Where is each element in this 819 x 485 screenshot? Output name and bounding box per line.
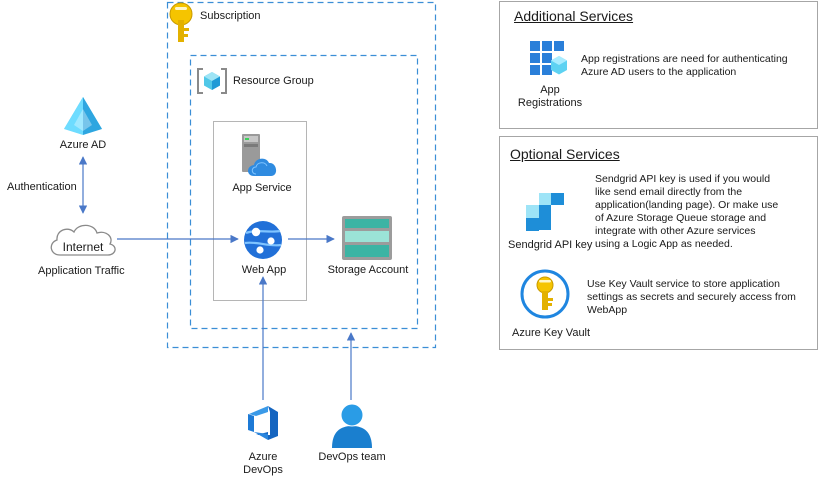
app-registrations-desc-line1: App registrations are need for authentic…: [581, 53, 788, 65]
resource-group-icon: [196, 66, 228, 96]
azure-devops-label-line1: Azure: [248, 451, 278, 463]
subscription-container: [166, 1, 437, 349]
subscription-label: Subscription: [200, 10, 261, 22]
resource-group-container: [189, 54, 419, 330]
web-app-label: Web App: [241, 264, 287, 276]
azure-devops-label-line2: DevOps: [243, 464, 283, 476]
sendgrid-label: Sendgrid API key: [508, 239, 593, 251]
sendgrid-icon: [526, 193, 564, 231]
additional-services-panel: Additional Services App Registrations Ap…: [499, 1, 818, 129]
azure-devops-icon: [246, 404, 280, 442]
key-vault-icon: [520, 269, 570, 319]
additional-services-title: Additional Services: [514, 8, 634, 24]
sendgrid-desc-line-2: like send email directly from the: [595, 186, 743, 198]
key-icon: [168, 2, 194, 44]
storage-account-icon: [342, 216, 392, 260]
app-registrations-label-line2: Registrations: [517, 97, 583, 109]
app-service-icon: [240, 134, 280, 178]
key-vault-desc-line-2: settings as secrets and securely access …: [587, 291, 796, 303]
azure-ad-icon: [62, 95, 104, 137]
optional-services-panel: Optional Services Sendgrid API key Sendg…: [499, 136, 818, 350]
internet-cloud-icon: [46, 221, 120, 259]
key-vault-desc-line-3: WebApp: [587, 304, 628, 316]
internet-label: Internet: [62, 240, 104, 254]
app-registrations-icon: [530, 41, 568, 79]
optional-services-title: Optional Services: [510, 146, 620, 162]
web-app-icon: [242, 219, 284, 261]
app-service-box: [213, 121, 307, 301]
key-vault-label: Azure Key Vault: [512, 327, 591, 339]
sendgrid-desc-line-6: using a Logic App as needed.: [595, 238, 733, 250]
resource-group-label: Resource Group: [233, 75, 314, 87]
sendgrid-desc-line-5: integrate with other Azure services: [595, 225, 756, 237]
app-service-label: App Service: [232, 182, 292, 194]
devops-team-label: DevOps team: [318, 451, 386, 463]
storage-account-label: Storage Account: [327, 264, 409, 276]
app-registrations-label-line1: App: [540, 84, 560, 96]
azure-ad-label: Azure AD: [59, 139, 107, 151]
sendgrid-desc-line-4: of Azure Storage Queue storage and: [595, 212, 767, 224]
sendgrid-desc-line-3: application(landing page). Or make use: [595, 199, 779, 211]
application-traffic-label: Application Traffic: [38, 265, 125, 277]
key-vault-desc-line-1: Use Key Vault service to store applicati…: [587, 278, 780, 290]
app-registrations-desc-line2: Azure AD users to the application: [581, 66, 737, 78]
sendgrid-desc-line-1: Sendgrid API key is used if you would: [595, 173, 771, 185]
devops-team-person-icon: [330, 402, 374, 450]
authentication-label: Authentication: [7, 181, 77, 193]
